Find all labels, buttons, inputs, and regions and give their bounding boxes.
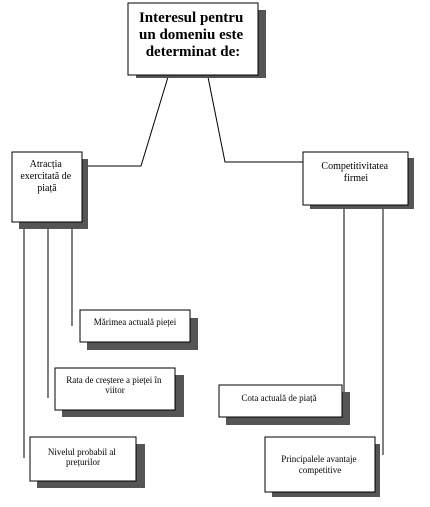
competitive-advantages-box: Principalele avantaje competitive (264, 436, 380, 497)
price-level-line: Nivelul probabil al (48, 447, 116, 457)
connectors (23, 76, 384, 458)
root-box: Interesul pentru un domeniu este determi… (127, 2, 266, 78)
root-title-line: Interesul pentru (139, 10, 243, 26)
market-growth-line: viitor (105, 385, 125, 395)
market-growth-line: Rata de creștere a pieței în (66, 375, 162, 385)
market-attraction-line: piață (37, 183, 57, 194)
market-size-label: Mărimea actuală pieței (94, 317, 177, 327)
market-attraction-line: Atracția (30, 159, 63, 170)
price-level-line: prețurilor (66, 457, 100, 467)
root-title-line: determinat de: (146, 44, 241, 60)
market-growth-box: Rata de creștere a pieței în viitor (54, 367, 184, 417)
root-title-line: un domeniu este (139, 27, 244, 43)
root-title: Interesul pentru un domeniu este determi… (139, 10, 247, 60)
market-share-label: Cota actuală de piață (241, 393, 316, 403)
competitive-advantages-label: Principalele avantaje competitive (281, 454, 358, 475)
market-growth-label: Rata de creștere a pieței în viitor (66, 375, 163, 395)
firm-competitiveness-line: Competitivitatea (321, 161, 388, 172)
connector-root-right (207, 76, 304, 163)
firm-competitiveness-line: firmei (344, 173, 369, 184)
firm-competitiveness-label: Competitivitatea firmei (321, 161, 390, 184)
market-attraction-box: Atracția exercitată de piață (11, 151, 88, 229)
market-size-line: Mărimea actuală pieței (94, 317, 177, 327)
market-attraction-label: Atracția exercitată de piață (20, 159, 73, 194)
competitive-advantages-line: competitive (299, 465, 342, 475)
price-level-box: Nivelul probabil al prețurilor (29, 436, 145, 488)
market-attraction-line: exercitată de (20, 171, 71, 182)
competitive-advantages-line: Principalele avantaje (281, 454, 356, 464)
firm-competitiveness-box: Competitivitatea firmei (302, 151, 414, 209)
market-share-box: Cota actuală de piață (218, 384, 350, 425)
price-level-label: Nivelul probabil al prețurilor (48, 447, 118, 467)
market-size-box: Mărimea actuală pieței (79, 309, 198, 350)
market-share-line: Cota actuală de piață (241, 393, 316, 403)
